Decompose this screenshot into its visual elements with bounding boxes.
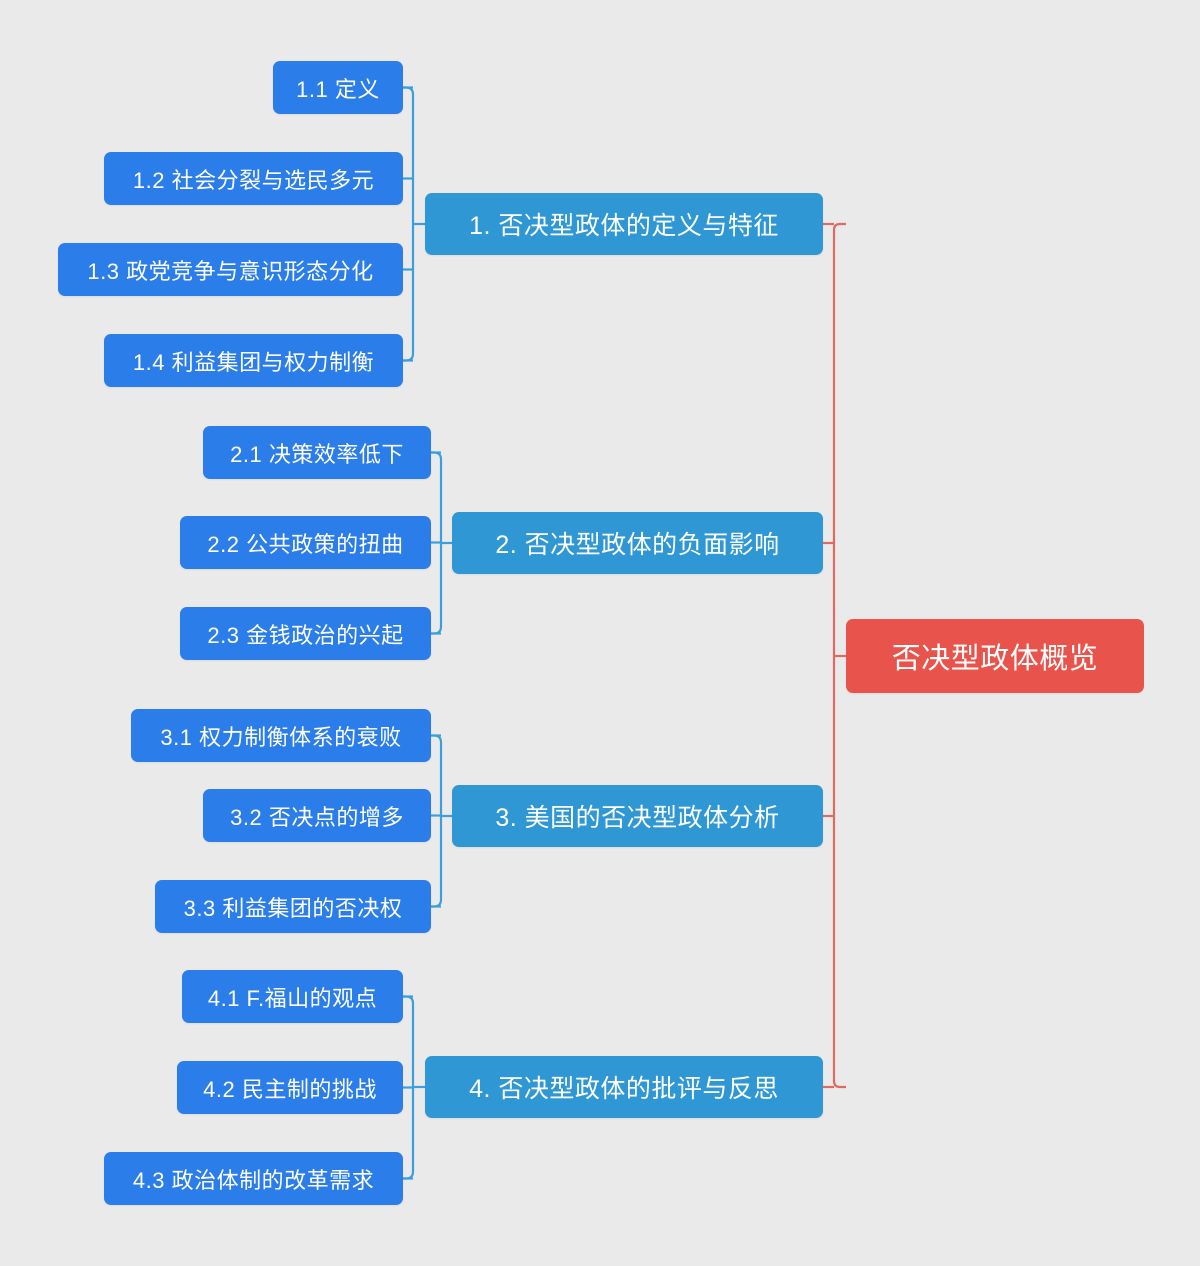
- branch-node-4[interactable]: 4. 否决型政体的批评与反思: [425, 1056, 823, 1118]
- leaf-node-1-3[interactable]: 1.3 政党竞争与意识形态分化: [58, 243, 403, 296]
- leaf-node-4-2[interactable]: 4.2 民主制的挑战: [177, 1061, 403, 1114]
- leaf-node-1-4[interactable]: 1.4 利益集团与权力制衡: [104, 334, 403, 387]
- branch-node-2[interactable]: 2. 否决型政体的负面影响: [452, 512, 823, 574]
- leaf-node-4-3[interactable]: 4.3 政治体制的改革需求: [104, 1152, 403, 1205]
- leaf-node-3-1[interactable]: 3.1 权力制衡体系的衰败: [131, 709, 431, 762]
- connector: [400, 86, 415, 362]
- leaf-node-2-1[interactable]: 2.1 决策效率低下: [203, 426, 431, 479]
- leaf-node-2-3[interactable]: 2.3 金钱政治的兴起: [180, 607, 431, 660]
- leaf-node-4-1[interactable]: 4.1 F.福山的观点: [182, 970, 403, 1023]
- leaf-node-3-3[interactable]: 3.3 利益集团的否决权: [155, 880, 431, 933]
- leaf-node-1-2[interactable]: 1.2 社会分裂与选民多元: [104, 152, 403, 205]
- leaf-node-1-1[interactable]: 1.1 定义: [273, 61, 403, 114]
- connector: [832, 222, 846, 1089]
- root-node[interactable]: 否决型政体概览: [846, 619, 1144, 693]
- branch-node-3[interactable]: 3. 美国的否决型政体分析: [452, 785, 823, 847]
- leaf-node-2-2[interactable]: 2.2 公共政策的扭曲: [180, 516, 431, 569]
- branch-node-1[interactable]: 1. 否决型政体的定义与特征: [425, 193, 823, 255]
- leaf-node-3-2[interactable]: 3.2 否决点的增多: [203, 789, 431, 842]
